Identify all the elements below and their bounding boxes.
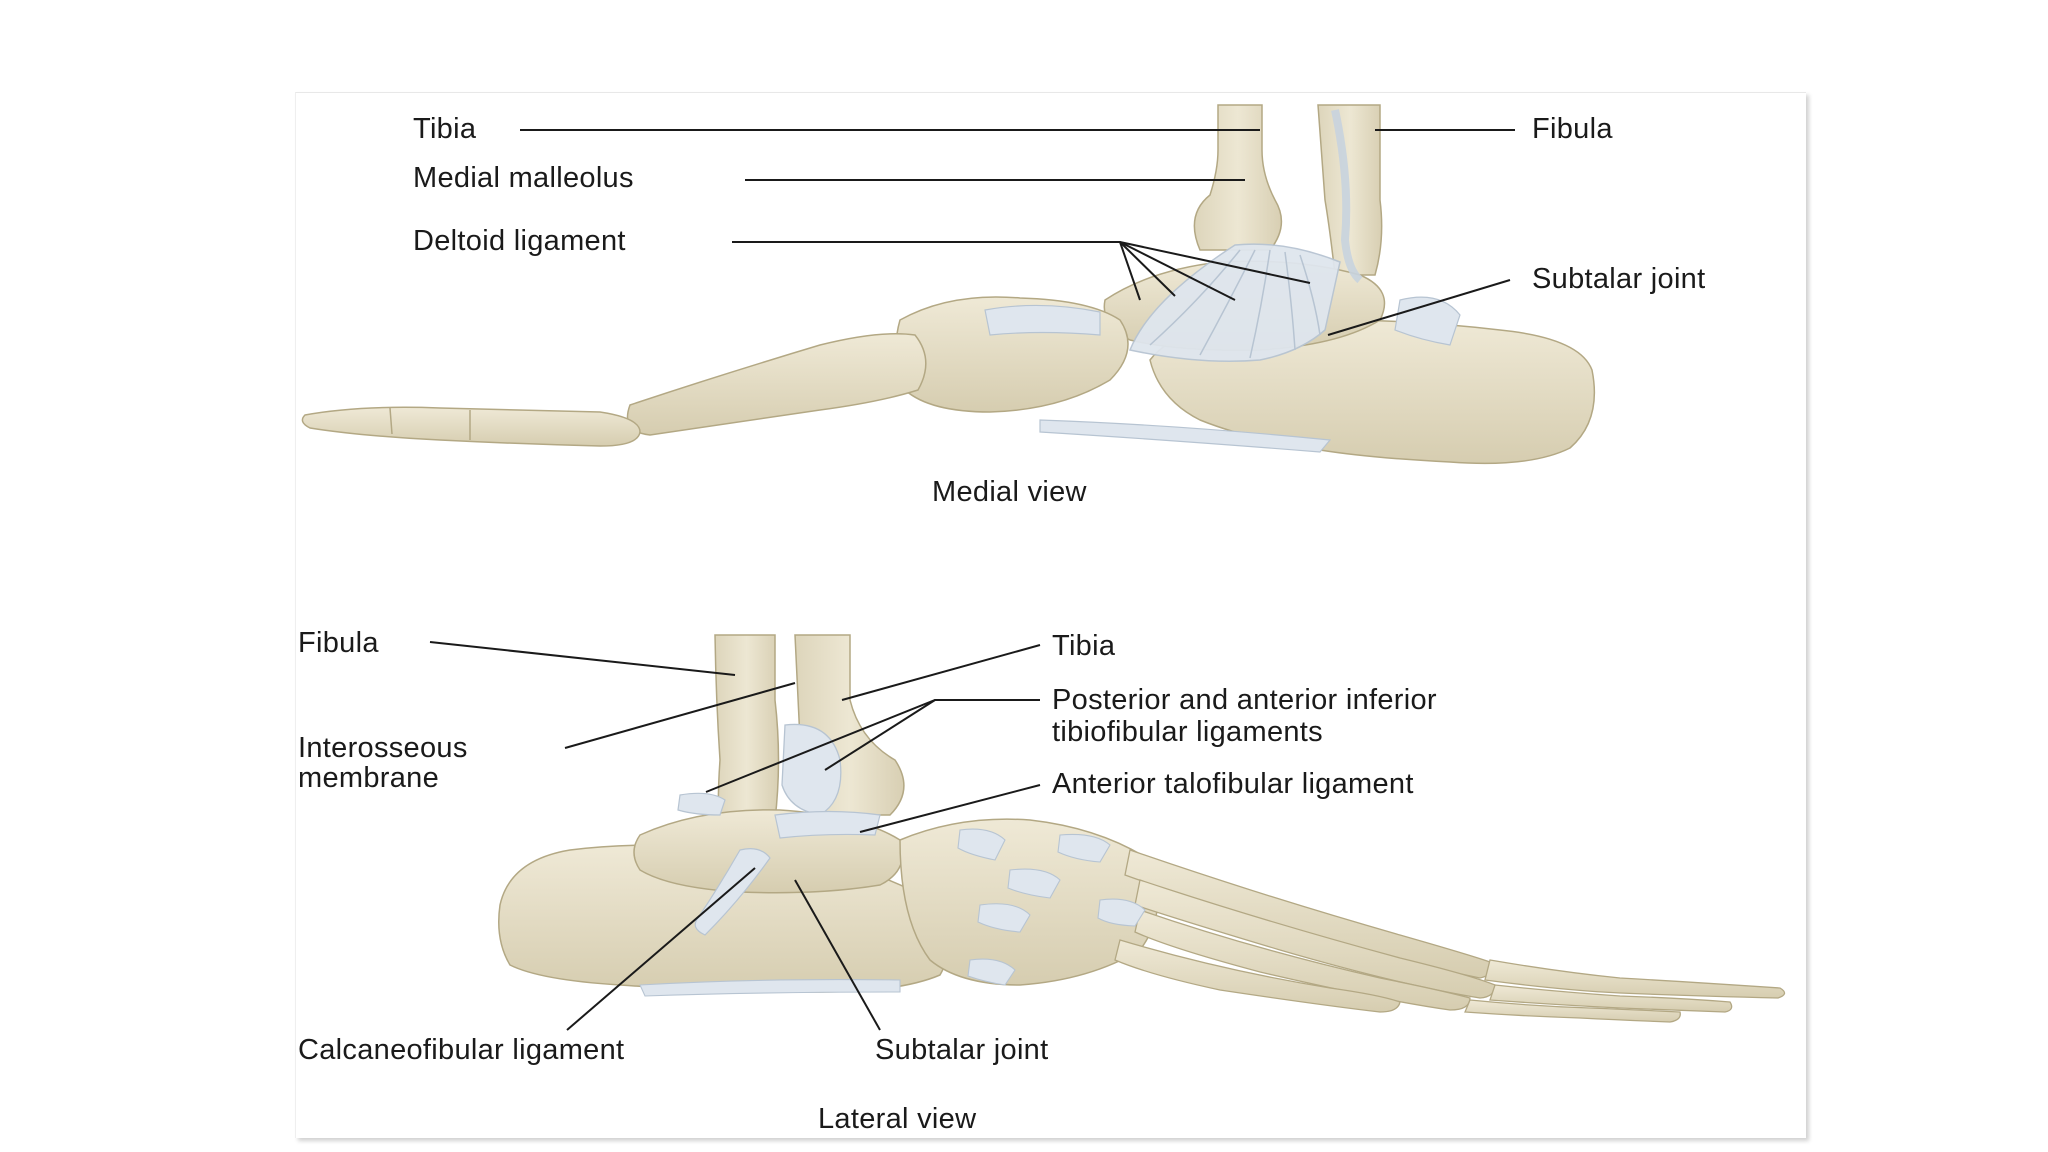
leader-lateral-fibula [429,641,736,676]
leader-lateral-tibia [841,644,1041,701]
label-tibiofibular-line2: tibiofibular ligaments [1052,716,1323,748]
medial-metatarsal-bone [626,333,927,436]
medial-view-illustration [301,104,1596,465]
medial-phalanges [301,406,641,447]
label-medial-fibula: Fibula [1532,113,1613,145]
label-interosseous-line1: Interosseous [298,732,468,764]
lateral-tibiofibular-ligaments [781,723,842,816]
label-medial-subtalar-joint: Subtalar joint [1532,263,1706,295]
label-anterior-talofibular-ligament: Anterior talofibular ligament [1052,768,1414,800]
label-lateral-subtalar-joint: Subtalar joint [875,1034,1049,1066]
leader-lateral-interosseous [564,682,796,749]
label-interosseous-line2: membrane [298,762,440,794]
label-tibiofibular-line1: Posterior and anterior inferior [1052,684,1437,716]
label-medial-tibia: Tibia [413,113,477,145]
lateral-metatarsal-bones [1114,849,1496,1013]
label-lateral-fibula: Fibula [298,627,379,659]
leader-lines [429,129,1515,1031]
lateral-anterior-talofibular-ligament [774,810,881,839]
caption-lateral-view: Lateral view [818,1103,977,1135]
leader-medial-subtalar [1327,279,1511,336]
leader-anterior-talofibular [859,784,1041,833]
label-medial-malleolus: Medial malleolus [413,162,634,194]
label-calcaneofibular-ligament: Calcaneofibular ligament [298,1034,625,1066]
lateral-phalanges [1464,959,1786,1023]
label-deltoid-ligament: Deltoid ligament [413,225,626,257]
leader-calcaneofibular [566,867,756,1031]
caption-medial-view: Medial view [932,476,1087,508]
medial-fibula-bone [1317,104,1383,276]
label-lateral-tibia: Tibia [1052,630,1116,662]
medial-tibia-bone [1193,104,1283,251]
leader-lateral-subtalar [794,879,881,1031]
